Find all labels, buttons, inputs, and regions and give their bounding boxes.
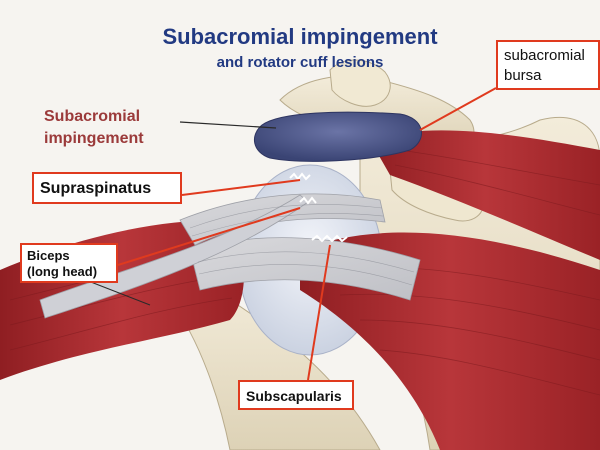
impingement-label-line1: Subacromial xyxy=(44,108,141,125)
biceps-label-line1: Biceps xyxy=(27,248,70,263)
supraspinatus-leader-line xyxy=(181,179,301,196)
bursa-label-line1: subacromial xyxy=(504,47,585,64)
biceps-leader-line-1 xyxy=(117,207,301,266)
label-biceps: Biceps (long head) xyxy=(20,243,118,283)
biceps-label-line2: (long head) xyxy=(27,264,98,279)
subscapularis-lesion-mark xyxy=(311,234,348,243)
subscapularis-leader-line xyxy=(307,244,331,381)
diagram-subtitle: and rotator cuff lesions xyxy=(216,54,384,71)
supraspinatus-lesion-mark xyxy=(289,172,311,181)
label-subacromial-impingement: Subacromial impingement xyxy=(44,106,144,150)
supraspinatus-lesion-mark-2 xyxy=(299,196,317,205)
deltoid-right-muscle xyxy=(370,130,600,260)
subscapularis-tendon xyxy=(189,237,421,301)
acromion-bone xyxy=(329,59,391,107)
label-supraspinatus: Supraspinatus xyxy=(32,172,182,204)
leader-lines xyxy=(59,87,497,381)
bursa-label-line2: bursa xyxy=(504,67,542,84)
impingement-leader-line xyxy=(179,121,277,129)
tendon-fibers xyxy=(189,204,415,286)
label-subacromial-bursa: subacromial bursa xyxy=(496,40,600,90)
diagram-title: Subacromial impingement xyxy=(162,24,438,49)
impingement-label-line2: impingement xyxy=(44,130,144,147)
label-subscapularis: Subscapularis xyxy=(238,380,354,410)
subacromial-bursa xyxy=(254,111,422,162)
subscapularis-label-text: Subscapularis xyxy=(246,388,342,404)
supraspinatus-label-text: Supraspinatus xyxy=(40,180,152,197)
bursa-leader-line xyxy=(419,87,497,131)
